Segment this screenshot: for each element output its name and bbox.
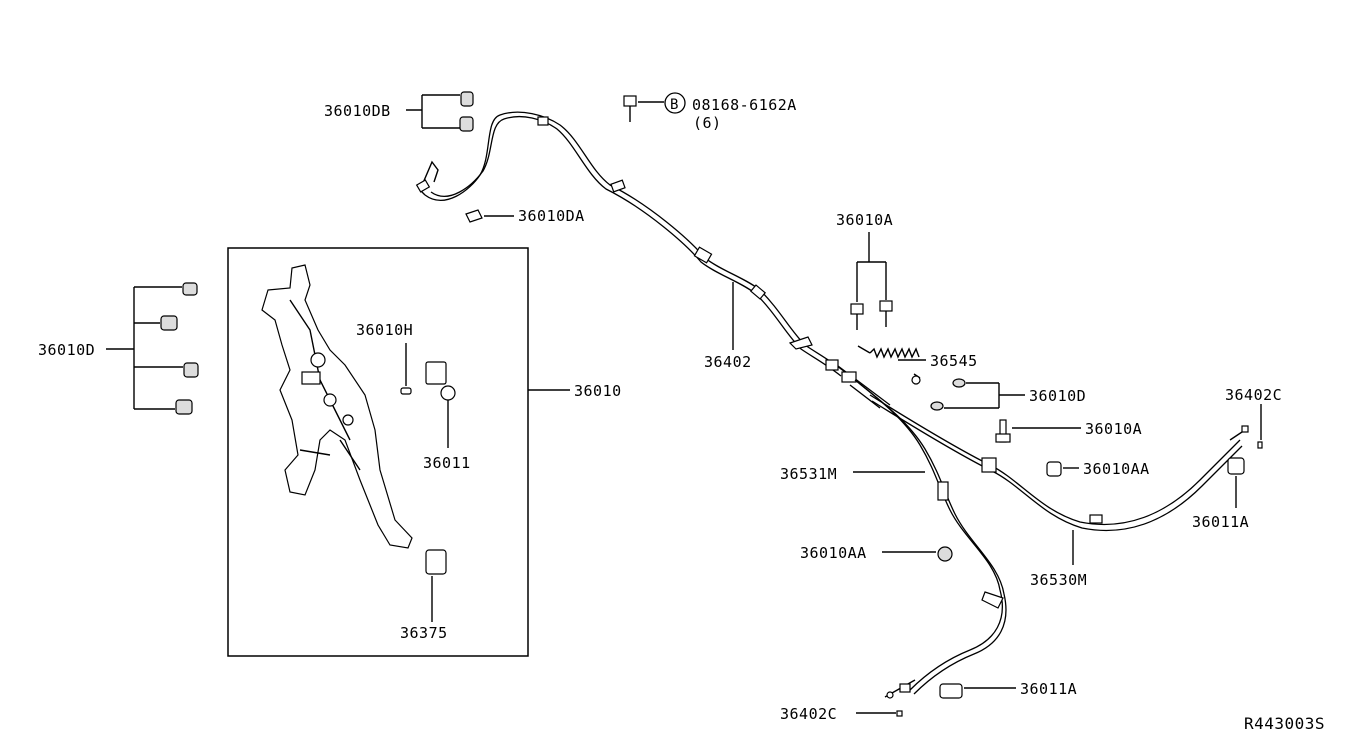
nuts-36010D-left bbox=[160, 282, 199, 415]
rear-cable-36530M bbox=[869, 394, 1263, 532]
label-36402C-bottom: 36402C bbox=[780, 705, 837, 723]
label-36010D-right: 36010D bbox=[1029, 387, 1086, 405]
label-36010AA-mid: 36010AA bbox=[800, 544, 867, 562]
label-36011: 36011 bbox=[423, 454, 471, 472]
diagram-reference-code: R443003S bbox=[1244, 714, 1325, 733]
fasteners bbox=[459, 91, 1245, 699]
label-36010AA-right: 36010AA bbox=[1083, 460, 1150, 478]
label-36375: 36375 bbox=[400, 624, 448, 642]
label-36402: 36402 bbox=[704, 353, 752, 371]
label-bolt-part: 08168-6162A bbox=[692, 96, 797, 114]
pedal-assembly-box bbox=[227, 247, 529, 657]
label-36010: 36010 bbox=[574, 382, 622, 400]
part-labels: 36010DB 36010DA 36010D 36010H 36010 3601… bbox=[38, 96, 1325, 733]
bolt-symbol-letter: B bbox=[670, 97, 679, 113]
label-36010A-mid: 36010A bbox=[1085, 420, 1142, 438]
label-36011A-bottom: 36011A bbox=[1020, 680, 1077, 698]
equalizer-assembly bbox=[825, 359, 891, 409]
pawl-36011 bbox=[425, 361, 456, 401]
bolt-symbol-circle: B bbox=[664, 92, 686, 114]
leader-lines bbox=[106, 94, 1262, 714]
pin-36010H bbox=[400, 387, 412, 395]
label-bolt-qty: (6) bbox=[693, 114, 722, 132]
rear-cable-36531M bbox=[854, 379, 1007, 717]
label-36010DA: 36010DA bbox=[518, 207, 585, 225]
front-cable-36402 bbox=[415, 111, 846, 377]
switch-36375 bbox=[425, 549, 447, 575]
label-36011A-right: 36011A bbox=[1192, 513, 1249, 531]
parking-brake-pedal-assembly bbox=[261, 264, 413, 549]
label-36531M: 36531M bbox=[780, 465, 837, 483]
label-36402C-right: 36402C bbox=[1225, 386, 1282, 404]
label-36010D-left: 36010D bbox=[38, 341, 95, 359]
label-36010A-top: 36010A bbox=[836, 211, 893, 229]
return-spring-36545 bbox=[857, 345, 921, 385]
label-36545: 36545 bbox=[930, 352, 978, 370]
label-36010DB: 36010DB bbox=[324, 102, 391, 120]
label-36010H: 36010H bbox=[356, 321, 413, 339]
label-36530M: 36530M bbox=[1030, 571, 1087, 589]
